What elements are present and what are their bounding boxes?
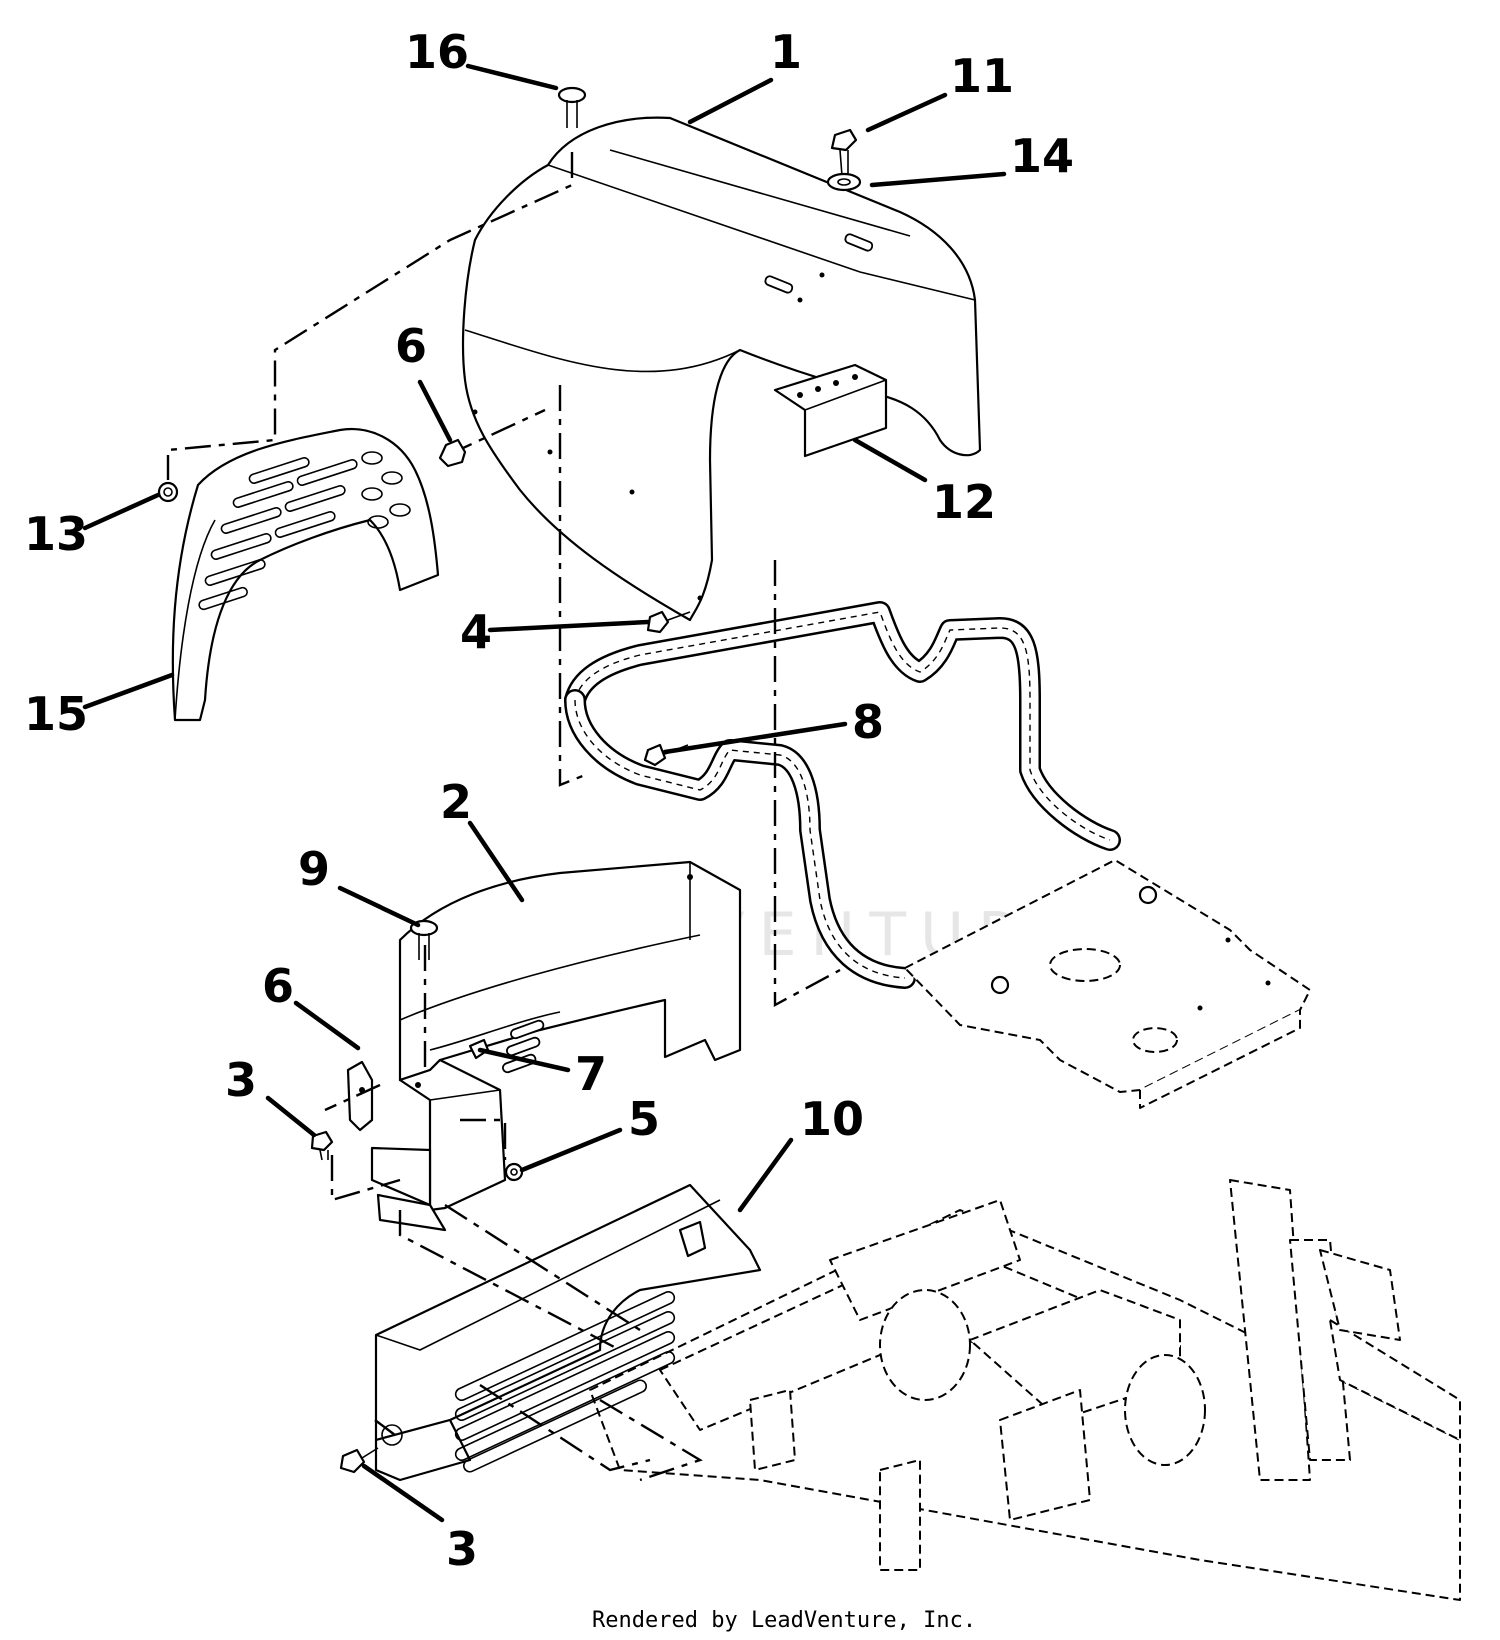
callout-4: 4 <box>460 605 492 659</box>
callout-6-lower: 6 <box>262 959 294 1013</box>
screw-11 <box>830 128 858 177</box>
nut-5 <box>504 1162 524 1182</box>
cable-clip-lower <box>346 1060 374 1132</box>
callout-labels: 16 1 11 14 6 12 13 4 15 8 2 9 6 7 3 5 10… <box>24 25 1074 1576</box>
leader-lines <box>82 63 1007 1523</box>
cable-clip-upper <box>438 438 467 468</box>
callout-9: 9 <box>298 842 330 896</box>
callout-10: 10 <box>800 1092 864 1146</box>
footrest-pan <box>374 1183 762 1482</box>
floor-plate <box>904 859 1311 1109</box>
callout-2: 2 <box>440 775 472 829</box>
tube-support <box>564 601 1121 989</box>
washer-14 <box>826 172 862 192</box>
hood-bracket <box>773 363 888 458</box>
assembly-lines <box>166 152 841 1482</box>
callout-16: 16 <box>405 25 469 79</box>
callout-6-upper: 6 <box>395 319 427 373</box>
fasteners <box>157 86 862 1474</box>
nut-13 <box>157 481 179 503</box>
callout-13: 13 <box>24 507 88 561</box>
footer-credit: Rendered by LeadVenture, Inc. <box>592 1608 976 1633</box>
screw-4 <box>646 610 691 634</box>
callout-5: 5 <box>628 1092 660 1146</box>
tractor-frame <box>589 1179 1461 1601</box>
callout-11: 11 <box>950 49 1014 103</box>
callout-12: 12 <box>932 475 996 529</box>
dash-panel <box>398 860 742 1082</box>
dash-support-bracket <box>370 1058 507 1232</box>
callout-1: 1 <box>770 25 802 79</box>
callout-14: 14 <box>1010 129 1074 183</box>
screw-3-lower <box>339 1447 379 1474</box>
callout-15: 15 <box>24 687 88 741</box>
hood <box>461 116 982 622</box>
screw-3-upper <box>310 1130 334 1161</box>
grille <box>171 427 440 722</box>
callout-7: 7 <box>575 1047 607 1101</box>
callout-8: 8 <box>852 695 884 749</box>
hood-bolt-16 <box>557 86 587 128</box>
callout-3-lower: 3 <box>446 1522 478 1576</box>
callout-3-upper: 3 <box>225 1053 257 1107</box>
